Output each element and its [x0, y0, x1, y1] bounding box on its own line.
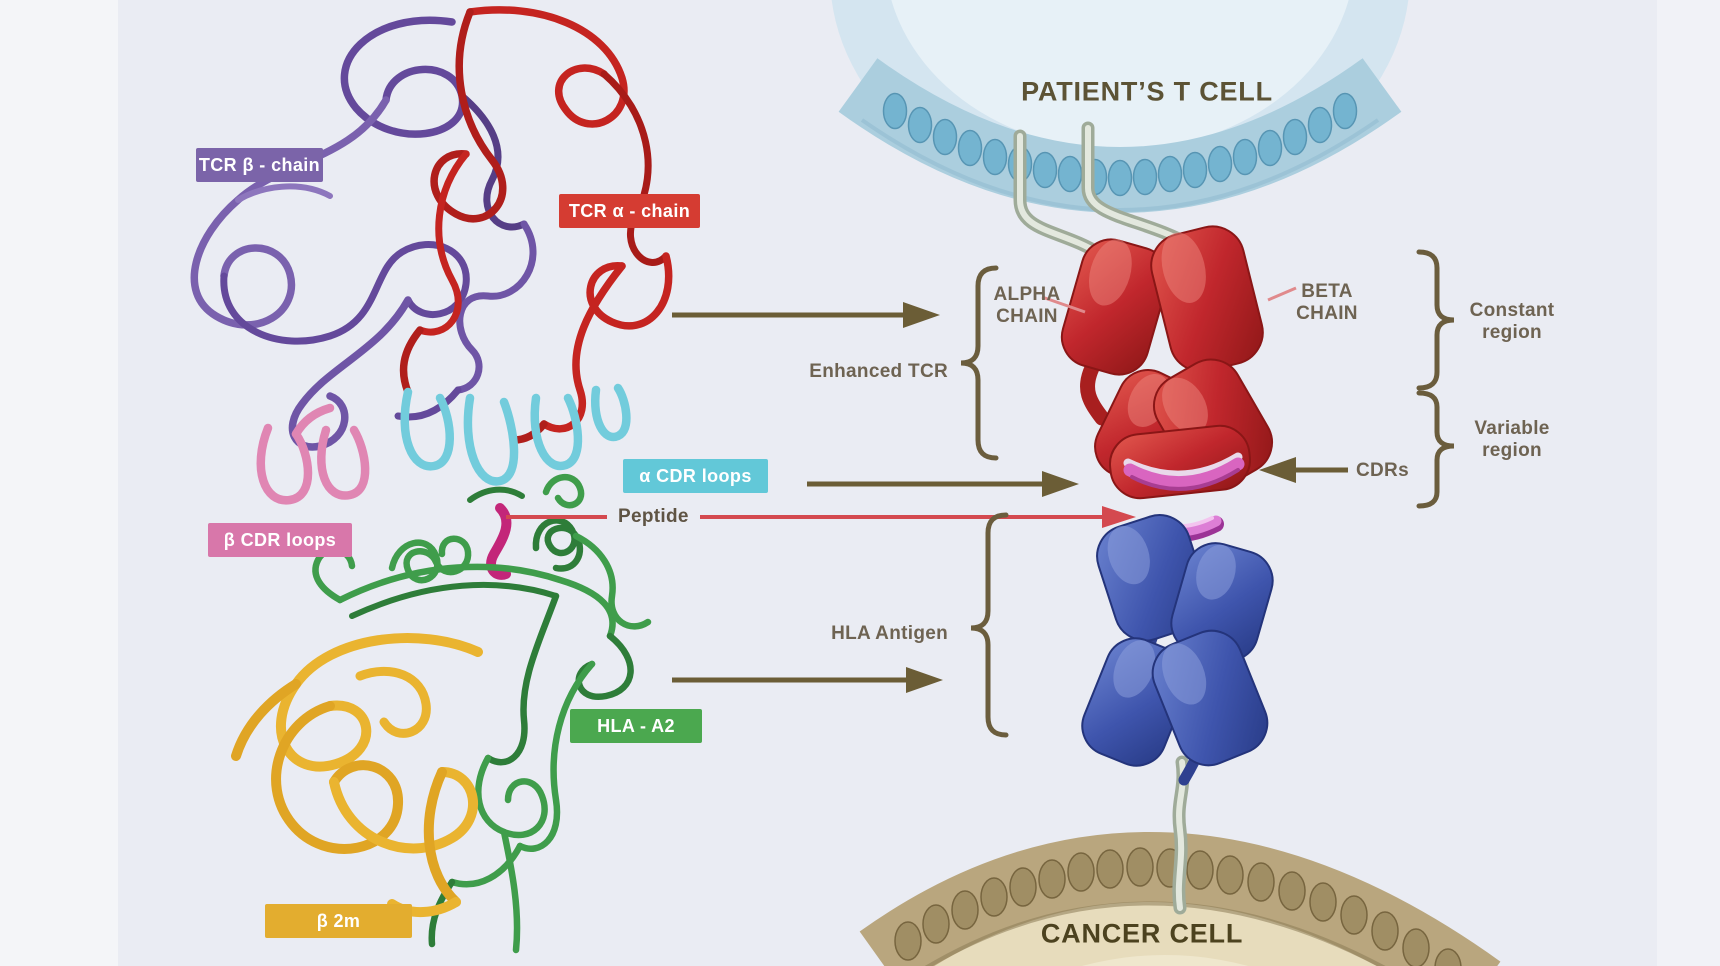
- label-tcr-alpha-chain: TCR α - chain: [559, 194, 700, 228]
- alpha-chain-label: ALPHA CHAIN: [993, 284, 1061, 327]
- constant-region-label: Constant region: [1469, 300, 1555, 343]
- constant-region-brace: [1416, 249, 1455, 391]
- t-cell-membrane-bumps: [882, 92, 1358, 197]
- cdrs-label: CDRs: [1356, 460, 1409, 482]
- peptide-label: Peptide: [618, 506, 689, 527]
- left-margin-strip: [0, 0, 118, 966]
- patients-t-cell-title: PATIENT’S T CELL: [1021, 76, 1273, 107]
- ribbon-hla-a2-green: [312, 474, 652, 954]
- variable-region-label: Variable region: [1474, 418, 1550, 461]
- ribbon-beta2m-yellow: [231, 633, 483, 918]
- cancer-cell-graphic: [859, 832, 1501, 966]
- tcr-schematic-red: [1060, 225, 1273, 500]
- hla-antigen-label: HLA Antigen: [831, 623, 948, 645]
- beta-chain-label: BETA CHAIN: [1296, 281, 1358, 324]
- cancer-cell-membrane-bumps: [894, 847, 1462, 966]
- peptide-pointer-line: [506, 506, 1136, 528]
- label-alpha-cdr-loops: α CDR loops: [623, 459, 768, 493]
- label-beta-2m: β 2m: [265, 904, 412, 938]
- label-hla-a2: HLA - A2: [570, 709, 702, 743]
- cancer-cell-title: CANCER CELL: [1040, 918, 1244, 949]
- right-margin-strip: [1657, 0, 1720, 966]
- braces: [960, 249, 1455, 738]
- chain-pointer-lines: [1041, 286, 1297, 314]
- enhanced-tcr-label: Enhanced TCR: [809, 361, 948, 383]
- annotation-arrows: [672, 302, 1348, 693]
- hla-schematic-blue: [1081, 514, 1274, 786]
- ribbon-peptide-magenta: [486, 503, 512, 580]
- variable-region-brace: [1416, 390, 1455, 509]
- cdr-band: [1123, 452, 1245, 491]
- enhanced-tcr-brace: [960, 265, 999, 461]
- t-cell-graphic: [831, 0, 1409, 213]
- ribbon-alpha-cdr-loops-cyan: [400, 383, 631, 486]
- hla-antigen-brace: [970, 512, 1009, 738]
- ribbon-beta-cdr-loops-pink: [256, 403, 370, 505]
- ribbon-tcr-alpha-red: [399, 6, 673, 444]
- label-tcr-beta-chain: TCR β - chain: [196, 148, 323, 182]
- label-beta-cdr-loops: β CDR loops: [208, 523, 352, 557]
- ribbon-tcr-beta-purple: [190, 16, 537, 451]
